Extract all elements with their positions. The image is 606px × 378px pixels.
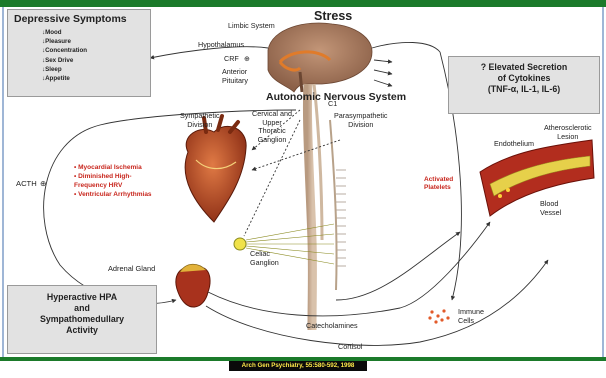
catecholamines-label: Catecholamines <box>306 322 358 331</box>
symptom-item: Appetite <box>42 74 144 83</box>
celiac-ganglion-label: Celiac Ganglion <box>250 250 279 267</box>
depressive-symptoms-title: Depressive Symptoms <box>14 13 144 25</box>
adrenal-gland-label: Adrenal Gland <box>108 265 155 274</box>
cervical-ganglion-label: Cervical and Upper Thoracic Ganglion <box>252 110 292 144</box>
cardiac-effect-item: Ventricular Arrhythmias <box>74 190 152 199</box>
symptom-item: Concentration <box>42 46 144 55</box>
symptom-item: Sleep <box>42 65 144 74</box>
cortisol-label: Cortisol <box>338 343 362 352</box>
sympathetic-division-label: Sympathetic Division <box>180 112 220 129</box>
adrenal-kidney-illustration <box>176 264 210 307</box>
immune-cells-label: Immune Cells <box>458 308 484 325</box>
acth-label: ACTH <box>16 180 37 189</box>
c1-label: C1 <box>328 100 337 109</box>
depressive-symptoms-box: Depressive Symptoms Mood Pleasure Concen… <box>7 9 151 97</box>
limbic-system-label: Limbic System <box>228 22 275 31</box>
blood-vessel-label: Blood Vessel <box>540 200 561 217</box>
crf-label: CRF <box>224 55 239 64</box>
cardiac-effect-item: Diminished High- Frequency HRV <box>74 172 152 190</box>
activated-platelets-label: Activated Platelets <box>424 176 453 192</box>
cytokines-box: ? Elevated Secretion of Cytokines (TNF-α… <box>448 56 600 114</box>
parasympathetic-division-label: Parasympathetic Division <box>334 112 388 129</box>
symptom-item: Pleasure <box>42 37 144 46</box>
symptom-item: Mood <box>42 28 144 37</box>
blood-vessel-illustration <box>480 140 594 216</box>
hpa-activity-title: Hyperactive HPA and Sympathomedullary Ac… <box>8 286 156 336</box>
cardiac-effect-item: Myocardial Ischemia <box>74 163 152 172</box>
hypothalamus-label: Hypothalamus <box>198 41 244 50</box>
endothelium-label: Endothelium <box>494 140 534 149</box>
crf-plus-icon: ⊕ <box>244 55 250 64</box>
symptom-item: Sex Drive <box>42 56 144 65</box>
immune-cells-dots <box>428 309 449 323</box>
cytokines-title: ? Elevated Secretion of Cytokines (TNF-α… <box>449 57 599 95</box>
cardiac-effects-list: Myocardial Ischemia Diminished High- Fre… <box>74 163 152 199</box>
heart-illustration <box>185 116 246 222</box>
hpa-activity-box: Hyperactive HPA and Sympathomedullary Ac… <box>7 285 157 354</box>
stress-title: Stress <box>314 9 352 23</box>
brain-illustration <box>268 23 372 92</box>
citation-label: Arch Gen Psychiatry, 55:580-592, 1998 <box>229 361 367 371</box>
acth-plus-icon: ⊕ <box>40 180 46 189</box>
atherosclerotic-lesion-label: Atherosclerotic Lesion <box>544 124 592 141</box>
depressive-symptoms-list: Mood Pleasure Concentration Sex Drive Sl… <box>14 28 144 83</box>
celiac-ganglion-illustration <box>234 224 334 264</box>
anterior-pituitary-label: Anterior Pituitary <box>222 68 248 85</box>
